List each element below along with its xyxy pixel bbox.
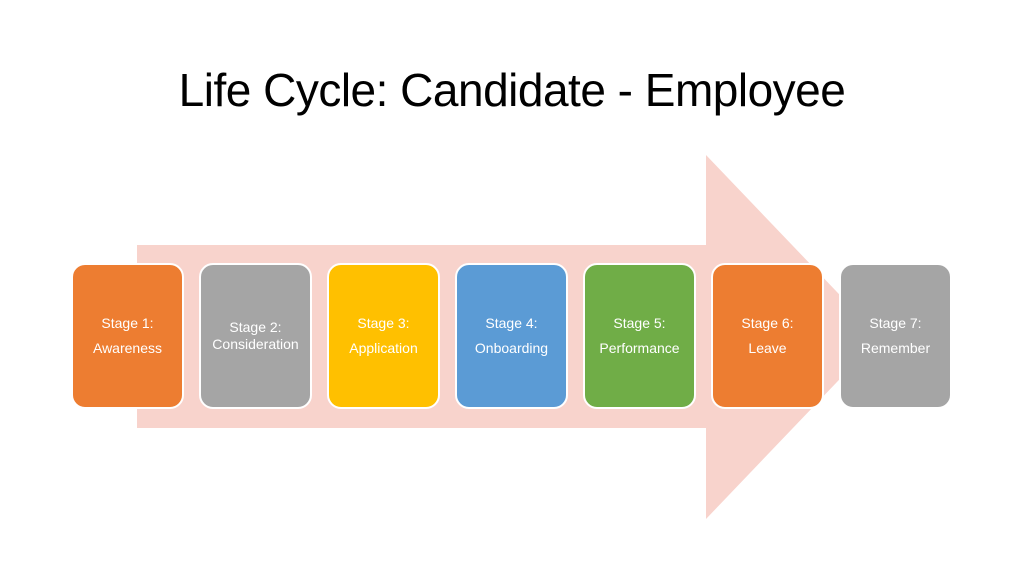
stage-3-name: Application: [349, 340, 418, 356]
stage-7-box: Stage 7: Remember: [839, 263, 952, 409]
stage-1-box: Stage 1: Awareness: [71, 263, 184, 409]
stage-4-box: Stage 4: Onboarding: [455, 263, 568, 409]
stage-1-label: Stage 1:: [101, 315, 154, 331]
stage-6-label: Stage 6:: [741, 315, 794, 331]
stage-5-box: Stage 5: Performance: [583, 263, 696, 409]
stage-6-box: Stage 6: Leave: [711, 263, 824, 409]
stage-5-label: Stage 5:: [613, 315, 666, 331]
stage-2-name: Consideration: [212, 336, 299, 352]
stage-1-name: Awareness: [92, 340, 162, 356]
stage-6-name: Leave: [748, 340, 787, 356]
stage-3-label: Stage 3:: [357, 315, 410, 331]
stage-3-box: Stage 3: Application: [327, 263, 440, 409]
stage-2-label: Stage 2:: [229, 319, 282, 335]
page-title: Life Cycle: Candidate - Employee: [178, 64, 846, 116]
stage-7-label: Stage 7:: [869, 315, 922, 331]
stage-4-name: Onboarding: [474, 340, 549, 356]
stage-7-name: Remember: [860, 340, 931, 356]
stage-5-name: Performance: [599, 340, 680, 356]
stage-2-box: Stage 2: Consideration: [199, 263, 312, 409]
stage-4-label: Stage 4:: [485, 315, 538, 331]
